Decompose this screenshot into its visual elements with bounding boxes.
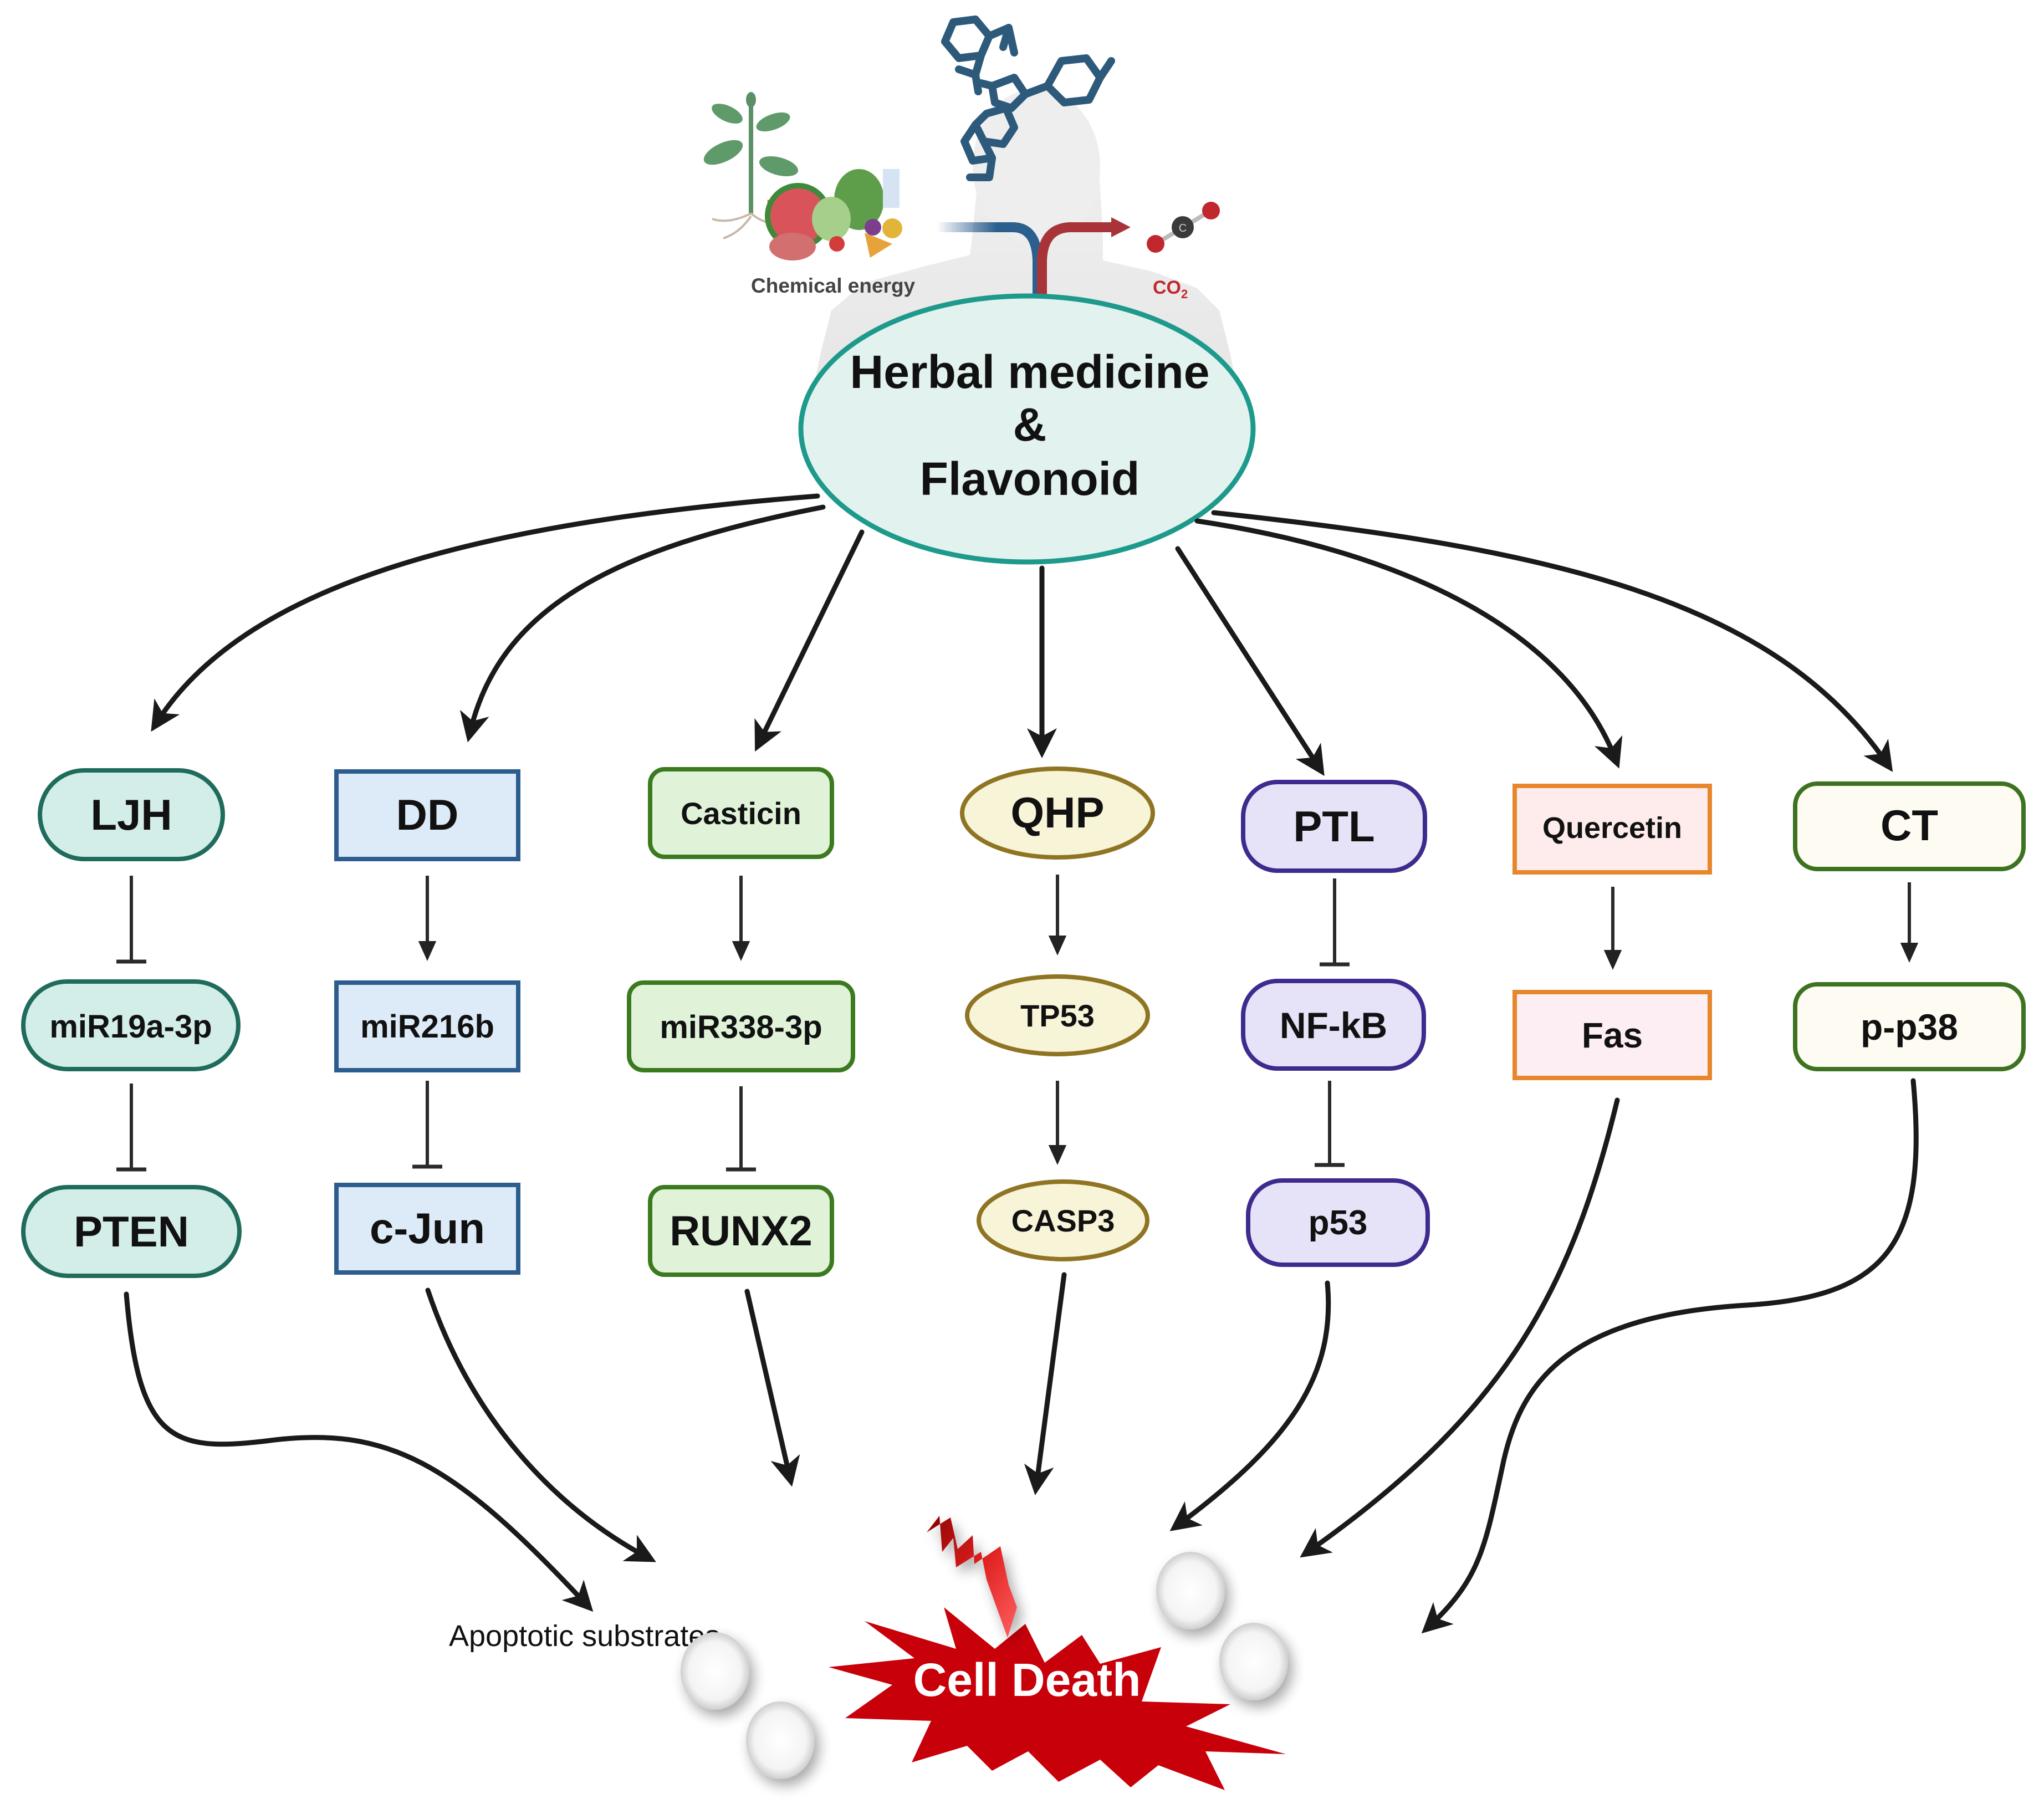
edge-center-to-quercetin: [1194, 518, 1623, 769]
node-p-p38-label: p-p38: [1861, 1006, 1958, 1047]
inhibit-edge-mir216b-cjun: [412, 1081, 442, 1169]
node-mir216b-label: miR216b: [360, 1009, 494, 1045]
flavonoid-molecule-icon: [941, 16, 1115, 181]
inhibit-edge-ptl-nfkb: [1320, 878, 1350, 967]
inhibit-edge-nfkb-p53: [1315, 1081, 1345, 1167]
node-p53-label: p53: [1309, 1204, 1368, 1242]
apoptotic-substrates-label: Apoptotic substrates: [449, 1619, 720, 1653]
food-and-plant-icon: [703, 92, 902, 260]
central-label-line2: &: [1013, 398, 1047, 451]
central-label-line3: Flavonoid: [920, 453, 1140, 505]
co2-molecule-icon: C: [1147, 202, 1220, 253]
node-c-jun-label: c-Jun: [370, 1204, 485, 1253]
edge-runx2-to-cell-death: [744, 1289, 800, 1487]
cell-death-burst[interactable]: Cell Death: [829, 1607, 1286, 1790]
starburst-shape: [829, 1607, 1286, 1790]
edge-cjun-to-apoptotic-substrates: [425, 1287, 656, 1562]
inhibit-edge-mir338-runx2: [726, 1086, 756, 1172]
node-casp3[interactable]: CASP3: [977, 1179, 1149, 1261]
node-dd-label: DD: [396, 790, 459, 839]
column-dd: DD miR216b c-Jun: [334, 769, 520, 1275]
node-tp53[interactable]: TP53: [965, 974, 1150, 1056]
central-label-line1: Herbal medicine: [850, 346, 1210, 398]
node-mir216b[interactable]: miR216b: [334, 980, 520, 1072]
edge-fas-to-cell-death: [1300, 1097, 1620, 1558]
node-ptl[interactable]: PTL: [1241, 780, 1427, 873]
node-fas[interactable]: Fas: [1512, 990, 1712, 1080]
node-tp53-label: TP53: [1020, 998, 1095, 1033]
node-pten[interactable]: PTEN: [21, 1185, 242, 1278]
edge-pten-to-apoptotic-substrates: [124, 1291, 594, 1612]
central-ellipse: [798, 293, 1256, 565]
node-c-jun[interactable]: c-Jun: [334, 1183, 520, 1275]
node-casticin[interactable]: Casticin: [648, 767, 834, 859]
node-p53[interactable]: p53: [1246, 1178, 1430, 1267]
node-ljh-label: LJH: [90, 790, 172, 839]
edge-center-to-casticin: [754, 529, 865, 752]
inhibit-edge-ljh-mir19a: [116, 876, 146, 964]
node-dd[interactable]: DD: [334, 769, 520, 861]
node-ptl-label: PTL: [1293, 802, 1374, 851]
edge-center-to-ljh: [151, 493, 820, 732]
node-mir338-3p-label: miR338-3p: [660, 1009, 822, 1045]
center-to-source-edges: [151, 493, 1893, 776]
node-runx2-label: RUNX2: [670, 1208, 813, 1255]
edge-center-to-ct: [1211, 510, 1893, 772]
node-runx2[interactable]: RUNX2: [648, 1185, 834, 1277]
co2-label: CO2: [1153, 277, 1188, 301]
node-ct-label: CT: [1881, 801, 1938, 850]
node-quercetin-label: Quercetin: [1542, 811, 1682, 845]
node-pten-label: PTEN: [74, 1207, 189, 1256]
node-ct[interactable]: CT: [1793, 781, 2026, 871]
node-qhp-label: QHP: [1010, 788, 1104, 837]
apoptotic-cell-icon: [1219, 1623, 1288, 1700]
edge-casp3-to-cell-death: [1024, 1272, 1067, 1495]
outcome-edges: [124, 1078, 1919, 1634]
apoptotic-cell-icon: [681, 1632, 749, 1710]
apoptotic-cell-icons: [681, 1552, 1288, 1779]
node-qhp[interactable]: QHP: [960, 766, 1155, 860]
column-ljh: LJH miR19a-3p PTEN: [21, 768, 242, 1278]
column-ptl: PTL NF-kB p53: [1241, 780, 1430, 1267]
edge-center-to-dd: [459, 504, 826, 743]
column-ct: CT p-p38: [1793, 781, 2026, 1071]
apoptotic-cell-icon: [1156, 1552, 1225, 1629]
node-p-p38[interactable]: p-p38: [1793, 982, 2026, 1071]
column-quercetin: Quercetin Fas: [1512, 784, 1712, 1080]
node-nf-kb[interactable]: NF-kB: [1241, 979, 1426, 1071]
cell-death-label: Cell Death: [913, 1654, 1141, 1706]
node-casticin-label: Casticin: [681, 796, 801, 831]
edge-pp38-to-cell-death: [1421, 1078, 1919, 1634]
column-qhp: QHP TP53 CASP3: [960, 766, 1155, 1261]
inhibit-edge-mir19a-pten: [116, 1084, 146, 1172]
node-quercetin[interactable]: Quercetin: [1512, 784, 1712, 875]
node-fas-label: Fas: [1582, 1015, 1643, 1055]
metabolism-flow-icon: [937, 217, 1131, 299]
red-zigzag-arrow-icon: [927, 1516, 1017, 1638]
node-nf-kb-label: NF-kB: [1280, 1005, 1387, 1046]
edge-p53-to-cell-death: [1169, 1280, 1331, 1531]
node-ljh[interactable]: LJH: [38, 768, 225, 861]
column-casticin: Casticin miR338-3p RUNX2: [627, 767, 855, 1277]
edge-center-to-ptl: [1175, 546, 1325, 776]
carbon-atom-label: C: [1179, 222, 1187, 234]
central-node-herbal-medicine-flavonoid[interactable]: Herbal medicine & Flavonoid: [798, 293, 1256, 565]
chemical-energy-label: Chemical energy: [751, 274, 916, 297]
node-mir338-3p[interactable]: miR338-3p: [627, 980, 855, 1072]
node-mir19a-3p-label: miR19a-3p: [49, 1009, 212, 1045]
node-casp3-label: CASP3: [1011, 1203, 1115, 1238]
node-mir19a-3p[interactable]: miR19a-3p: [21, 979, 241, 1071]
apoptotic-cell-icon: [746, 1701, 815, 1779]
